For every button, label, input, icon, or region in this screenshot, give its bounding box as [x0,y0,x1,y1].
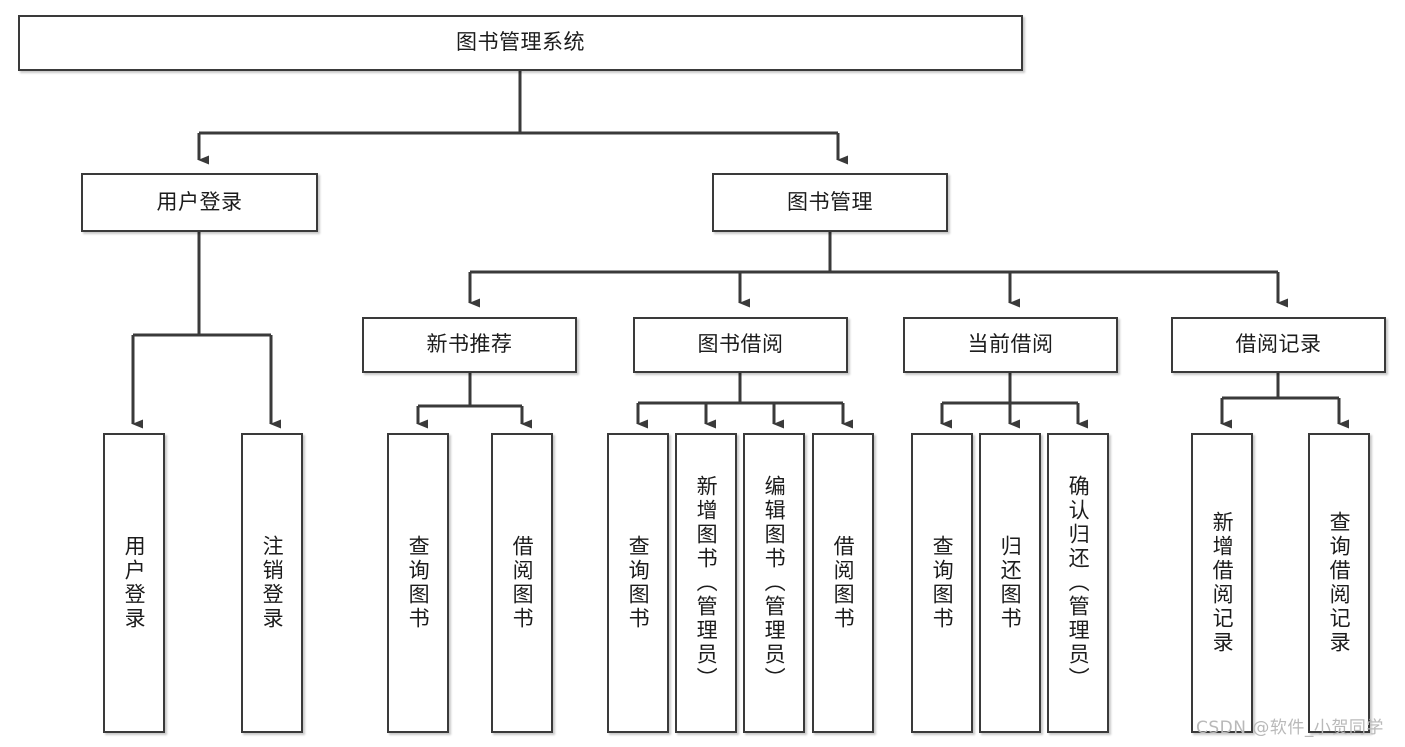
node-leaf-query-book-3-label: 查询图书 [930,535,955,631]
node-leaf-return-book-label: 归还图书 [998,535,1023,631]
node-leaf-user-logout[interactable]: 注销登录 [241,433,303,733]
node-book-manage[interactable]: 图书管理 [712,173,948,232]
node-user-login[interactable]: 用户登录 [81,173,318,232]
node-leaf-add-book[interactable]: 新增图书（管理员） [675,433,737,733]
node-leaf-add-record[interactable]: 新增借阅记录 [1191,433,1253,733]
node-leaf-add-record-label: 新增借阅记录 [1210,511,1235,655]
node-leaf-query-book-2-label: 查询图书 [626,535,651,631]
node-current-borrow[interactable]: 当前借阅 [903,317,1118,373]
node-book-manage-label: 图书管理 [787,189,873,214]
node-leaf-borrow-book-2[interactable]: 借阅图书 [812,433,874,733]
node-leaf-edit-book[interactable]: 编辑图书（管理员） [743,433,805,733]
node-user-login-label: 用户登录 [156,189,243,214]
node-leaf-query-record-label: 查询借阅记录 [1327,511,1352,655]
node-root[interactable]: 图书管理系统 [18,15,1023,71]
node-leaf-borrow-book-1[interactable]: 借阅图书 [491,433,553,733]
watermark: CSDN @软件_小贺同学 [1196,718,1384,738]
node-leaf-query-book-1-label: 查询图书 [406,535,431,631]
node-borrow-record-label: 借阅记录 [1235,332,1322,357]
node-leaf-confirm-return[interactable]: 确认归还（管理员） [1047,433,1109,733]
node-leaf-query-book-3[interactable]: 查询图书 [911,433,973,733]
node-leaf-user-logout-label: 注销登录 [260,535,285,631]
node-leaf-confirm-return-label: 确认归还（管理员） [1066,475,1091,691]
node-leaf-return-book[interactable]: 归还图书 [979,433,1041,733]
node-root-label: 图书管理系统 [456,30,585,55]
node-new-book-rec-label: 新书推荐 [426,332,513,357]
node-borrow-record[interactable]: 借阅记录 [1171,317,1386,373]
node-book-borrow-label: 图书借阅 [697,332,784,357]
node-current-borrow-label: 当前借阅 [967,332,1054,357]
node-leaf-borrow-book-1-label: 借阅图书 [510,535,535,631]
node-leaf-user-login-label: 用户登录 [122,535,147,631]
node-leaf-borrow-book-2-label: 借阅图书 [831,535,856,631]
node-leaf-edit-book-label: 编辑图书（管理员） [762,475,787,691]
node-leaf-query-book-2[interactable]: 查询图书 [607,433,669,733]
node-new-book-rec[interactable]: 新书推荐 [362,317,577,373]
node-leaf-add-book-label: 新增图书（管理员） [694,475,719,691]
node-leaf-user-login[interactable]: 用户登录 [103,433,165,733]
node-leaf-query-record[interactable]: 查询借阅记录 [1308,433,1370,733]
node-leaf-query-book-1[interactable]: 查询图书 [387,433,449,733]
node-book-borrow[interactable]: 图书借阅 [633,317,848,373]
